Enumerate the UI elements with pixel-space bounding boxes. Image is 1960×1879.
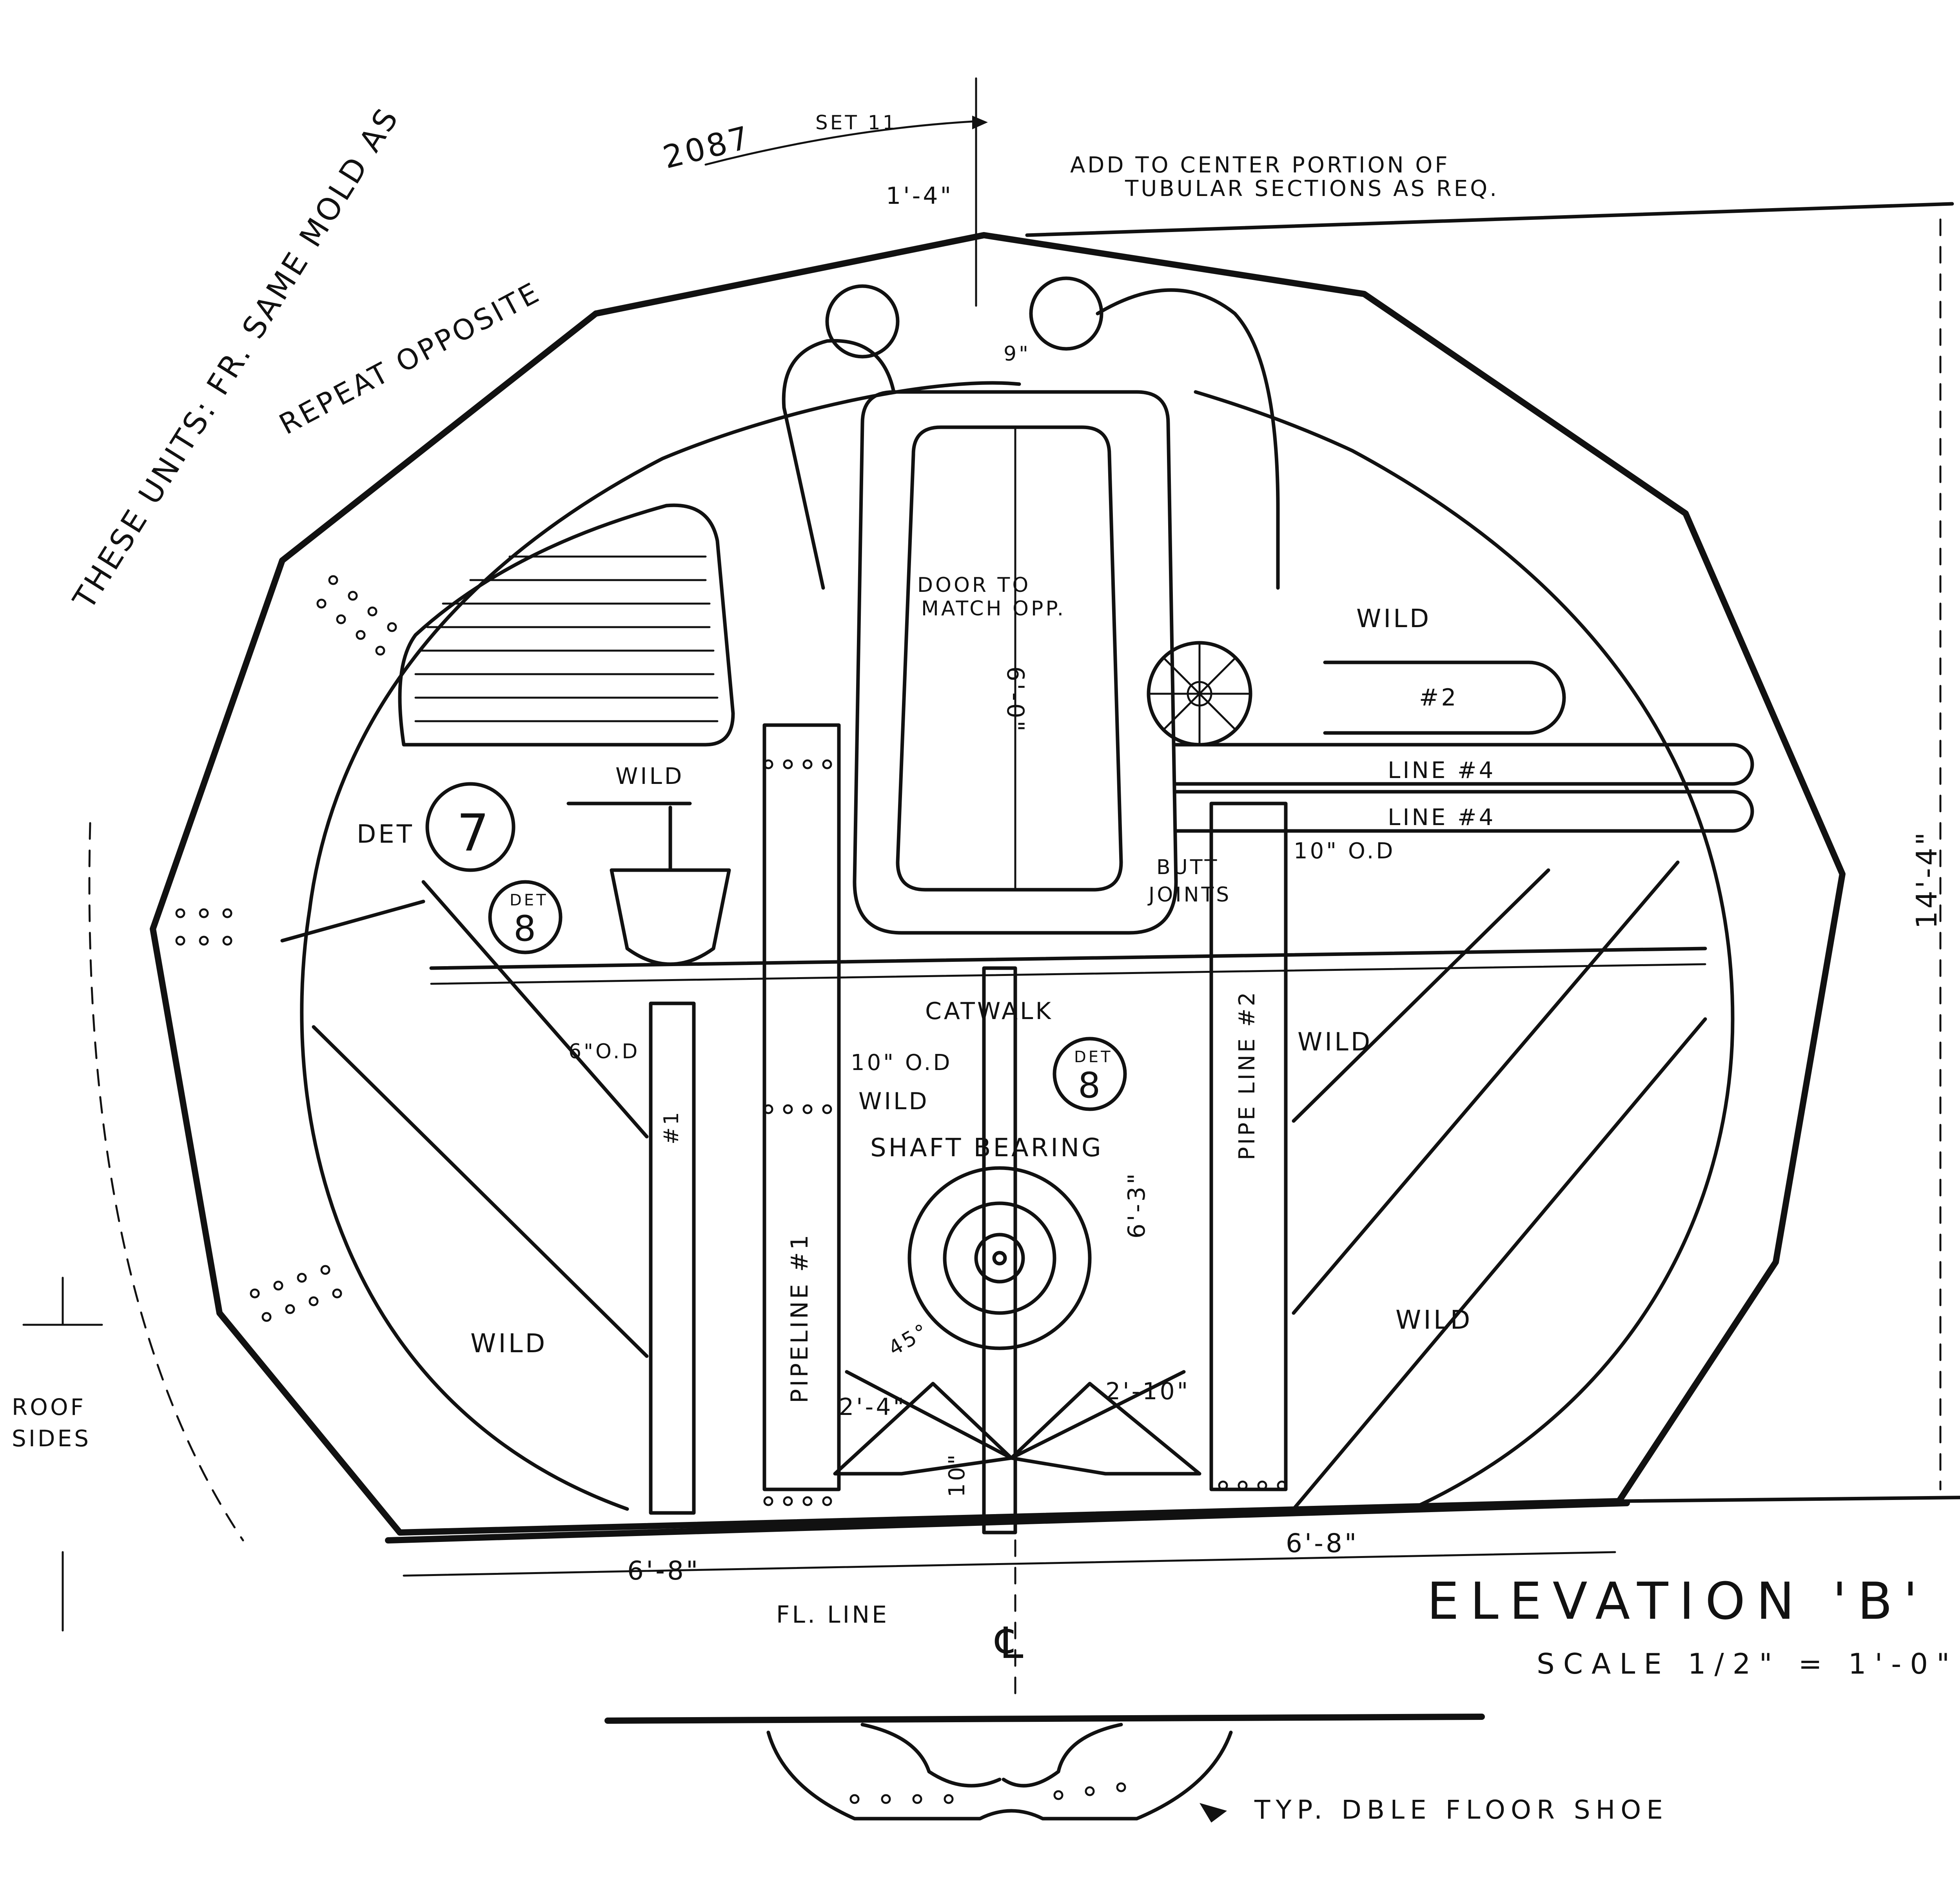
note-units-line2: REPEAT OPPOSITE xyxy=(274,276,546,441)
catwalk-label: CATWALK xyxy=(925,998,1053,1025)
det-8-bubble xyxy=(488,880,563,954)
dim-24: 2'-4" xyxy=(839,1393,906,1421)
det-8b-bubble xyxy=(1053,1037,1127,1111)
pipe-2-horizontal xyxy=(1323,660,1566,735)
od6-label: 6"O.D xyxy=(568,1040,640,1063)
catwalk-deck-upper xyxy=(429,947,1707,970)
door-frame-outer xyxy=(853,390,1178,935)
dim-63: 6'-3" xyxy=(1123,1171,1151,1239)
brace-right-1 xyxy=(1292,860,1680,1315)
fan-wheel xyxy=(1147,641,1252,747)
dim-210: 2'-10" xyxy=(1105,1378,1190,1405)
add-note-line2: TUBULAR SECTIONS AS REQ. xyxy=(1125,176,1499,201)
door-height: 6'-0" xyxy=(1002,666,1029,734)
arc-left-sweep xyxy=(88,822,244,1542)
od-10-right: 10" O.D xyxy=(1294,838,1396,864)
set-arrowhead xyxy=(972,116,988,129)
roof-label: ROOF xyxy=(12,1394,86,1420)
det8b-label: DET xyxy=(1074,1048,1113,1066)
line-4-lower xyxy=(1174,790,1754,833)
det8-label: DET xyxy=(510,891,548,909)
frame-number: 2087 xyxy=(659,119,755,176)
floor-shoe-top xyxy=(604,1714,1485,1724)
line-4-upper xyxy=(1174,743,1754,786)
brace-left-2 xyxy=(421,880,649,1139)
shaft-bearing-label: SHAFT BEARING xyxy=(870,1134,1103,1163)
set-label: SET 11 xyxy=(815,111,897,134)
floor-dimension-line xyxy=(403,1551,1616,1577)
angle-45: 45° xyxy=(885,1319,934,1360)
butt-joints-2: JOINTS xyxy=(1147,883,1231,907)
dim-68-left: 6'-8" xyxy=(627,1556,700,1586)
pipeline-2-column xyxy=(1209,802,1288,1491)
hull-inner-curve-right xyxy=(1194,390,1735,1511)
add-note-line1: ADD TO CENTER PORTION OF xyxy=(1070,152,1450,178)
frame-top-right xyxy=(1025,202,1954,237)
gusset-right xyxy=(1009,1382,1201,1476)
hull-outline xyxy=(150,232,1846,1536)
wild-right-low: WILD xyxy=(1396,1305,1472,1335)
hull-inner-curve-left xyxy=(300,381,1021,1511)
pipe-left-bend xyxy=(782,339,896,590)
det8-number: 8 xyxy=(514,908,538,949)
wild-upper-mid: WILD xyxy=(615,763,684,789)
drawing-title: ELEVATION 'B' xyxy=(1427,1571,1928,1631)
shaft-bearing xyxy=(907,1166,1092,1350)
dim-144: 14'-4" xyxy=(1910,830,1943,929)
window-grille-frame xyxy=(398,503,735,747)
valve-body xyxy=(610,868,731,966)
pipe-2-label: #2 xyxy=(1419,684,1458,711)
brace-center-right xyxy=(1009,1370,1186,1460)
brace-right-2 xyxy=(1292,1017,1707,1511)
drawing-scale: SCALE 1/2" = 1'-0" xyxy=(1537,1647,1958,1680)
center-column xyxy=(982,966,1017,1534)
dim-10: 10" xyxy=(944,1452,970,1497)
floor-shoe-label: TYP. DBLE FLOOR SHOE xyxy=(1254,1795,1668,1825)
wild-left: WILD xyxy=(470,1328,547,1358)
brace-left-1 xyxy=(312,1025,649,1358)
floor-shoe-arch-left xyxy=(860,1723,1002,1788)
door-frame-inner xyxy=(896,425,1123,892)
sides-label: SIDES xyxy=(12,1425,91,1452)
floor-shoe-arch-right xyxy=(1002,1723,1123,1788)
det-7-bubble xyxy=(425,782,515,872)
pipe-1-label: #1 xyxy=(660,1110,683,1144)
det7-label: DET xyxy=(357,820,414,849)
set-arrow xyxy=(704,120,973,166)
fl-line-label: FL. LINE xyxy=(776,1601,889,1629)
dim-68-right: 6'-8" xyxy=(1286,1528,1359,1558)
floor-line xyxy=(385,1500,1630,1543)
pipeline-2-label: PIPE LINE #2 xyxy=(1234,990,1260,1160)
floor-shoe-body xyxy=(766,1730,1233,1821)
wild-right-mid: WILD xyxy=(1298,1028,1372,1057)
door-note-line2: MATCH OPP. xyxy=(921,597,1066,620)
pipe-right-flange xyxy=(1029,276,1103,351)
brace-right-3 xyxy=(1292,868,1550,1123)
window-grille-slats xyxy=(414,555,719,722)
rivet-dots xyxy=(175,575,1287,1804)
det7-number: 7 xyxy=(457,803,492,863)
line-4b-label: LINE #4 xyxy=(1388,804,1495,831)
pipe-right-bend xyxy=(1096,288,1280,590)
butt-joints-1: BUTT xyxy=(1156,856,1219,879)
centerline-symbol: ℄ xyxy=(995,1618,1026,1668)
frame-bottom-right xyxy=(1617,1496,1960,1503)
od10-label: 10" O.D xyxy=(851,1050,953,1076)
pipeline-1-label: PIPELINE #1 xyxy=(786,1233,813,1403)
brace-left-3 xyxy=(280,900,425,943)
note-units-line1: THESE UNITS: FR. SAME MOLD AS xyxy=(66,101,406,616)
door-note-line1: DOOR TO xyxy=(917,573,1031,597)
pipe-6od-column xyxy=(649,1001,696,1515)
catwalk-deck-lower xyxy=(430,963,1706,985)
dim-top: 1'-4" xyxy=(886,182,953,210)
dim-9: 9" xyxy=(1004,342,1031,366)
line-4a-label: LINE #4 xyxy=(1388,757,1495,784)
wild-center: WILD xyxy=(858,1088,929,1115)
pipe-left-flange xyxy=(825,284,900,359)
floor-shoe-arrowhead xyxy=(1200,1803,1227,1823)
det8b-number: 8 xyxy=(1078,1065,1103,1106)
wild-right-top: WILD xyxy=(1356,604,1431,633)
